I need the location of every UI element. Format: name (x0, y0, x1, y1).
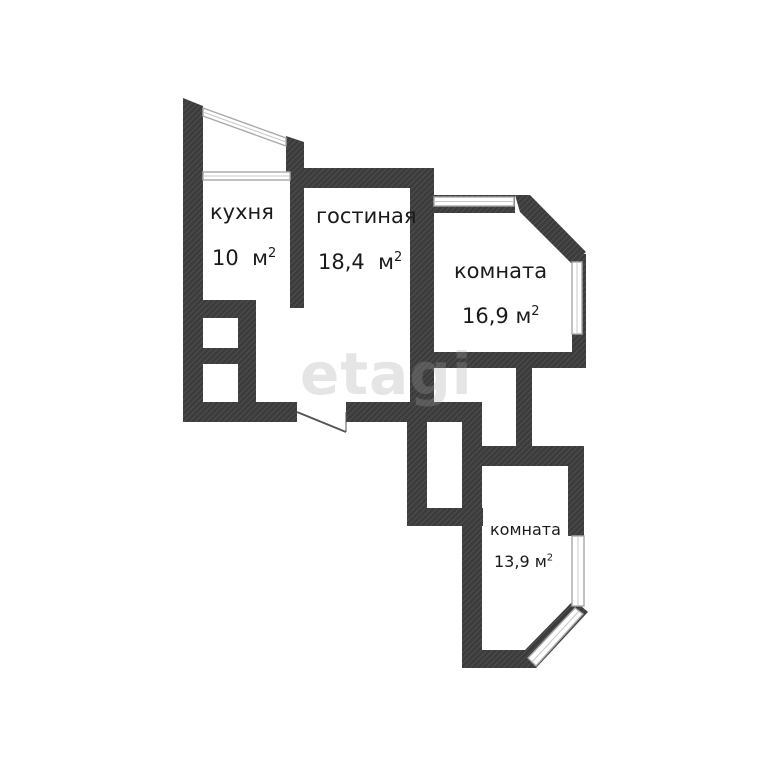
storage-cell-upper (203, 318, 238, 348)
room2-area-value: 13,9 (494, 552, 530, 571)
kitchen-name: кухня (210, 200, 274, 224)
room1-corner-wall (515, 195, 586, 264)
kitchen-area-value: 10 (212, 246, 239, 270)
room2-bottom-wall (462, 650, 532, 668)
balcony-left-wall (183, 98, 203, 170)
room2-area: 13,9 м2 (494, 552, 553, 571)
room2-name: комната (490, 520, 561, 539)
storage-block-divider (200, 348, 256, 364)
room1-area: 16,9 м2 (462, 304, 540, 328)
corridor-right-wall (516, 352, 532, 452)
living-area-value: 18,4 (318, 250, 365, 274)
storage-cells (203, 318, 462, 508)
room1-bottom-wall (420, 352, 586, 368)
room2-top-wall (462, 446, 584, 466)
balcony-right-wall (286, 136, 304, 172)
bottom-wall-left (183, 402, 297, 422)
room2-right-wall (568, 446, 584, 536)
room2-area-sup: 2 (546, 552, 554, 564)
room1-area-value: 16,9 (462, 304, 509, 328)
room2-corner-window-line (531, 610, 580, 663)
watermark-logo: etagi (300, 340, 473, 408)
room2-left-wall (462, 446, 482, 668)
door-leaf (296, 411, 347, 433)
closet-left-wall (407, 402, 427, 526)
living-area: 18,4 м2 (318, 250, 402, 274)
room1-name: комната (454, 259, 548, 283)
entrance-door (296, 411, 347, 433)
living-area-sup: 2 (393, 250, 403, 265)
room1-area-sup: 2 (531, 304, 540, 319)
kitchen-living-partition (290, 168, 304, 308)
window-lines (202, 111, 580, 663)
living-top-wall (290, 168, 434, 188)
room2-area-unit: м (534, 552, 547, 571)
walls (183, 98, 588, 668)
outer-left-wall (183, 168, 203, 420)
storage-cell-lower (203, 364, 238, 402)
kitchen-area-unit: м (252, 246, 268, 270)
closet-interior (427, 422, 462, 508)
room1-area-unit: м (515, 304, 532, 328)
balcony-window-line (202, 111, 287, 143)
kitchen-area: 10 м2 (212, 246, 276, 270)
kitchen-area-sup: 2 (267, 246, 277, 261)
living-area-unit: м (378, 250, 394, 274)
living-name: гостиная (316, 204, 417, 228)
